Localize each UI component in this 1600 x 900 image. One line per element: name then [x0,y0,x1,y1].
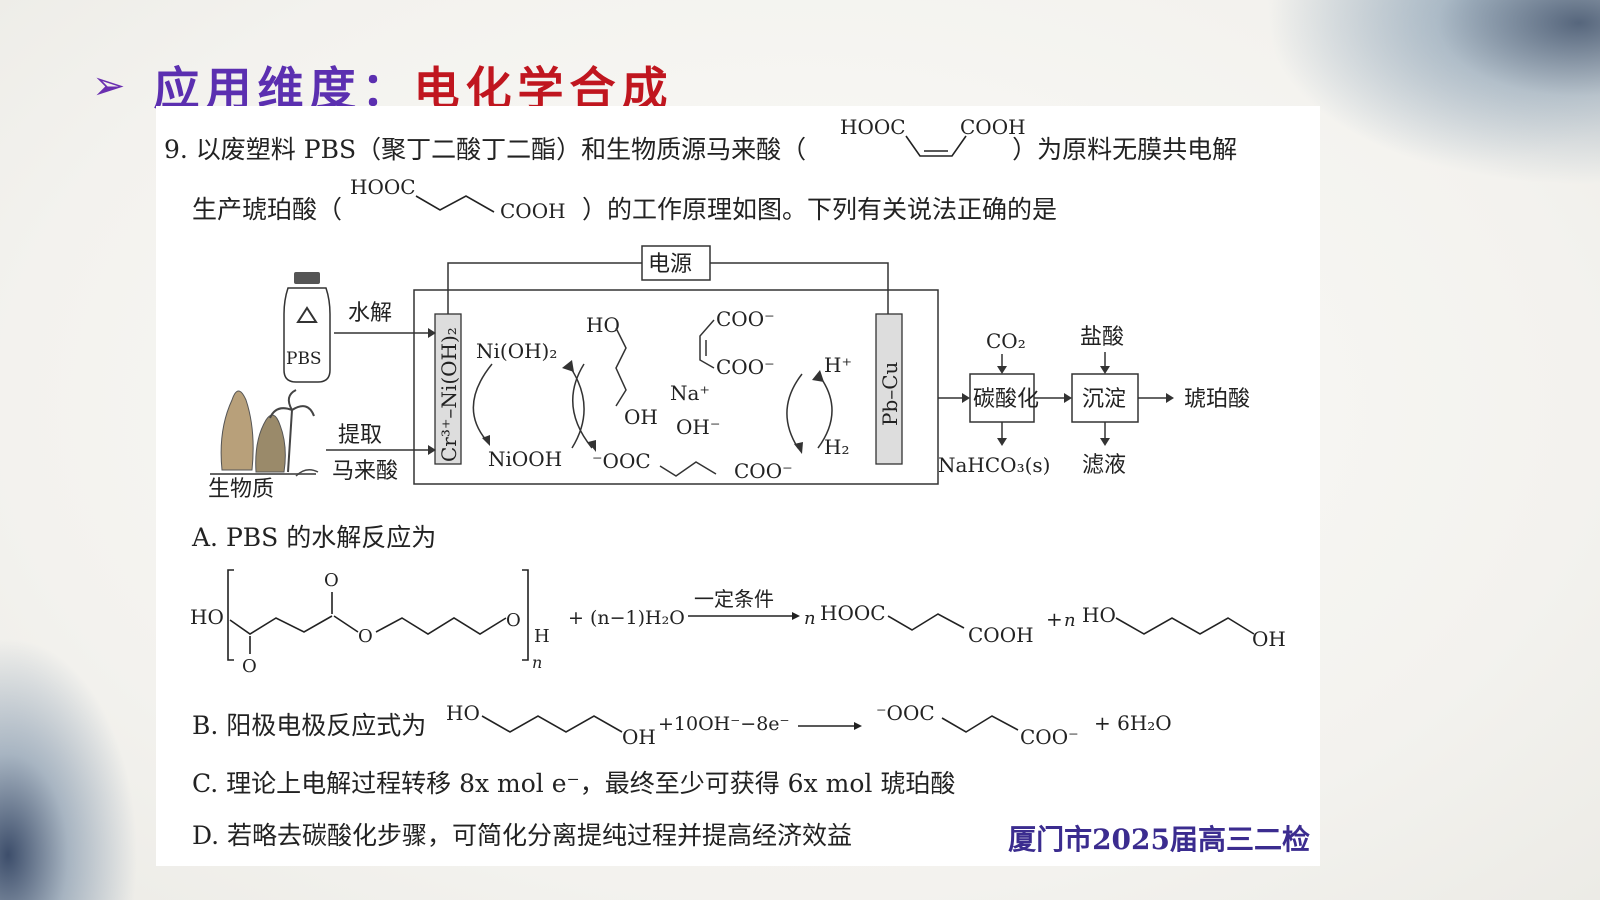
eq-b-water: + 6H₂O [1094,711,1172,735]
maleate-top-group: COO⁻ [716,307,775,331]
hydrogen-label: H₂ [824,435,849,459]
anode-electrode [434,313,462,465]
question-line-1: 9. 以废塑料 PBS（聚丁二酸丁二酯）和生物质源马来酸（ ）为原料无膜共电解 [164,130,1237,166]
question-text-2b: ）的工作原理如图。下列有关说法正确的是 [582,195,1058,224]
question-text-2a: 生产琥珀酸（ [192,195,343,224]
eq-a-ho: HO [190,605,224,629]
bullet-arrow-icon: ➢ [92,63,126,109]
hydroxide-ion: OH⁻ [676,415,720,439]
extract-label: 提取 [338,423,382,448]
butanediol-oh: OH [624,405,658,429]
power-supply-box [641,245,711,281]
succinic-left-group: HOOC [350,175,416,199]
eq-a-cooh: COOH [968,623,1034,647]
biomass-plants-icon [210,389,319,477]
eq-b-rest: +10OH⁻−8e⁻ [658,713,790,735]
question-text-1b: ）为原料无膜共电解 [1012,135,1238,164]
succinic-right-group: COOH [500,199,566,223]
bottle-cap [294,272,320,284]
recycle-icon [296,306,318,323]
option-b-equation: HO OH +10OH⁻−8e⁻ ⁻OOC COO⁻ + 6H₂O [446,701,1172,749]
eq-a-oh2: OH [1252,627,1286,651]
filtrate-label: 滤液 [1082,453,1126,478]
pbs-bottle-icon [283,287,331,383]
cathode-label: Pb–Cu [878,361,902,426]
succinate-left-group: ⁻OOC [592,449,651,473]
maleic-left-group: HOOC [840,115,906,139]
proton-label: H⁺ [824,353,852,377]
hydrochloric-acid-label: 盐酸 [1080,325,1124,350]
cathode-electrode [875,313,903,465]
nahco3-label: NaHCO₃(s) [938,453,1050,477]
anode-label: Cr³⁺–Ni(OH)₂ [437,327,461,462]
electrolysis-diagram: 电源 Cr³⁺–Ni(OH)₂ Pb–Cu PBS 水解 生物质 提取 马 [208,245,1250,502]
eq-a-n: n [532,653,542,672]
pbs-label: PBS [286,349,322,369]
eq-a-h: H [534,626,550,647]
eq-b-ho: HO [446,701,480,725]
option-a-text: A. PBS 的水解反应为 [192,523,437,552]
electrolytic-cell [413,289,939,485]
eq-a-plus: + [1046,607,1063,631]
eq-a-condition: 一定条件 [694,587,774,611]
co2-label: CO₂ [986,329,1026,353]
option-b-text: B. 阳极电极反应式为 [192,711,427,740]
eq-a-o2: O [324,570,339,591]
maleic-source-label: 马来酸 [332,459,398,484]
power-supply-label: 电源 [648,252,692,277]
sodium-ion: Na⁺ [670,381,710,405]
succinic-acid-structure: HOOC COOH [350,175,566,223]
eq-a-water: + (n−1)H₂O [568,607,685,629]
question-card: 9. 以废塑料 PBS（聚丁二酸丁二酯）和生物质源马来酸（ ）为原料无膜共电解 H… [156,106,1320,866]
eq-a-o3: O [358,626,373,647]
eq-a-o4: O [506,610,521,631]
product-label: 琥珀酸 [1184,387,1250,412]
question-text-1a: 9. 以废塑料 PBS（聚丁二酸丁二酯）和生物质源马来酸（ [164,135,807,164]
niooh-label: NiOOH [488,447,562,471]
eq-a-o1: O [242,656,257,674]
butanediol-ho: HO [586,313,620,337]
precipitation-label: 沉淀 [1082,387,1126,412]
precipitation-box [1071,373,1139,423]
decorative-ink-bottom-left [0,600,160,900]
eq-b-coo: COO⁻ [1020,725,1079,749]
succinate-right-group: COO⁻ [734,459,793,483]
option-c-text: C. 理论上电解过程转移 8x mol e⁻，最终至少可获得 6x mol 琥珀… [192,769,956,798]
eq-a-n2: n [804,608,816,629]
biomass-label: 生物质 [208,477,274,502]
question-line-2: 生产琥珀酸（ ）的工作原理如图。下列有关说法正确的是 [192,190,1057,226]
eq-a-ho2: HO [1082,603,1116,627]
eq-a-hooc: HOOC [820,601,886,625]
maleic-acid-structure: HOOC COOH [840,115,1026,157]
eq-a-n3: n [1064,610,1076,631]
carbonation-label: 碳酸化 [973,387,1039,412]
option-a-equation: HO O O O O H n + (n−1)H₂O 一定条件 n HOOC CO… [190,569,1286,674]
eq-b-oh: OH [622,725,656,749]
maleate-mid-group: COO⁻ [716,355,775,379]
source-citation: 厦门市2025届高三二检 [1008,823,1310,856]
nioh2-label: Ni(OH)₂ [476,339,557,363]
maleic-right-group: COOH [960,115,1026,139]
option-d-text: D. 若略去碳酸化步骤，可简化分离提纯过程并提高经济效益 [192,821,853,850]
hydrolysis-label: 水解 [348,301,392,326]
eq-b-ooc: ⁻OOC [876,701,935,725]
